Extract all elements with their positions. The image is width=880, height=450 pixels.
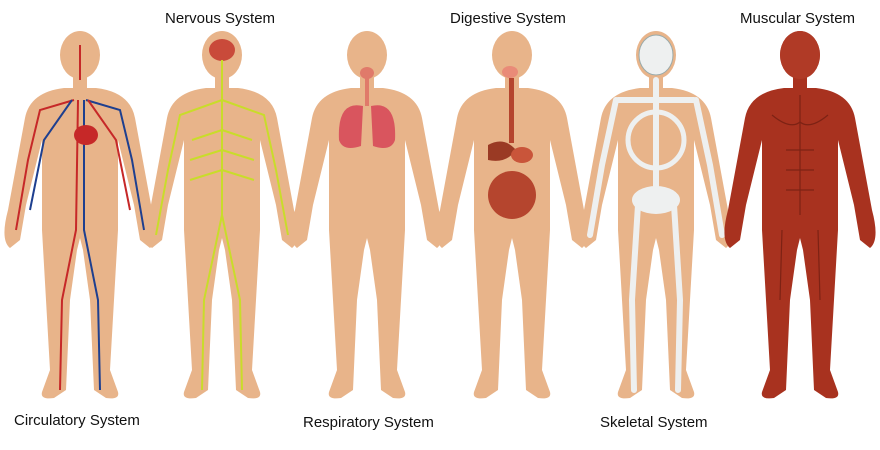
left-lung-icon [338,105,363,148]
respiratory-system-label: Respiratory System [303,414,434,431]
skull-icon [638,34,674,76]
liver-icon [488,141,516,161]
skeletal-system-label: Skeletal System [600,414,708,431]
circulatory-system-label: Circulatory System [14,412,140,429]
right-lung-icon [371,105,396,148]
digestive-figure [436,31,588,399]
muscular-figure [724,31,876,399]
respiratory-figure [291,31,443,399]
brain-icon [209,39,235,61]
nervous-figure [146,31,298,399]
circulatory-figure [4,31,156,399]
muscular-system-label: Muscular System [740,10,856,27]
stomach-icon [511,147,533,163]
heart-icon [74,125,98,145]
digestive-system-label: Digestive System [450,10,566,27]
nervous-system-label: Nervous System [165,10,276,27]
intestines-icon [488,171,536,219]
skeletal-figure [580,31,732,399]
